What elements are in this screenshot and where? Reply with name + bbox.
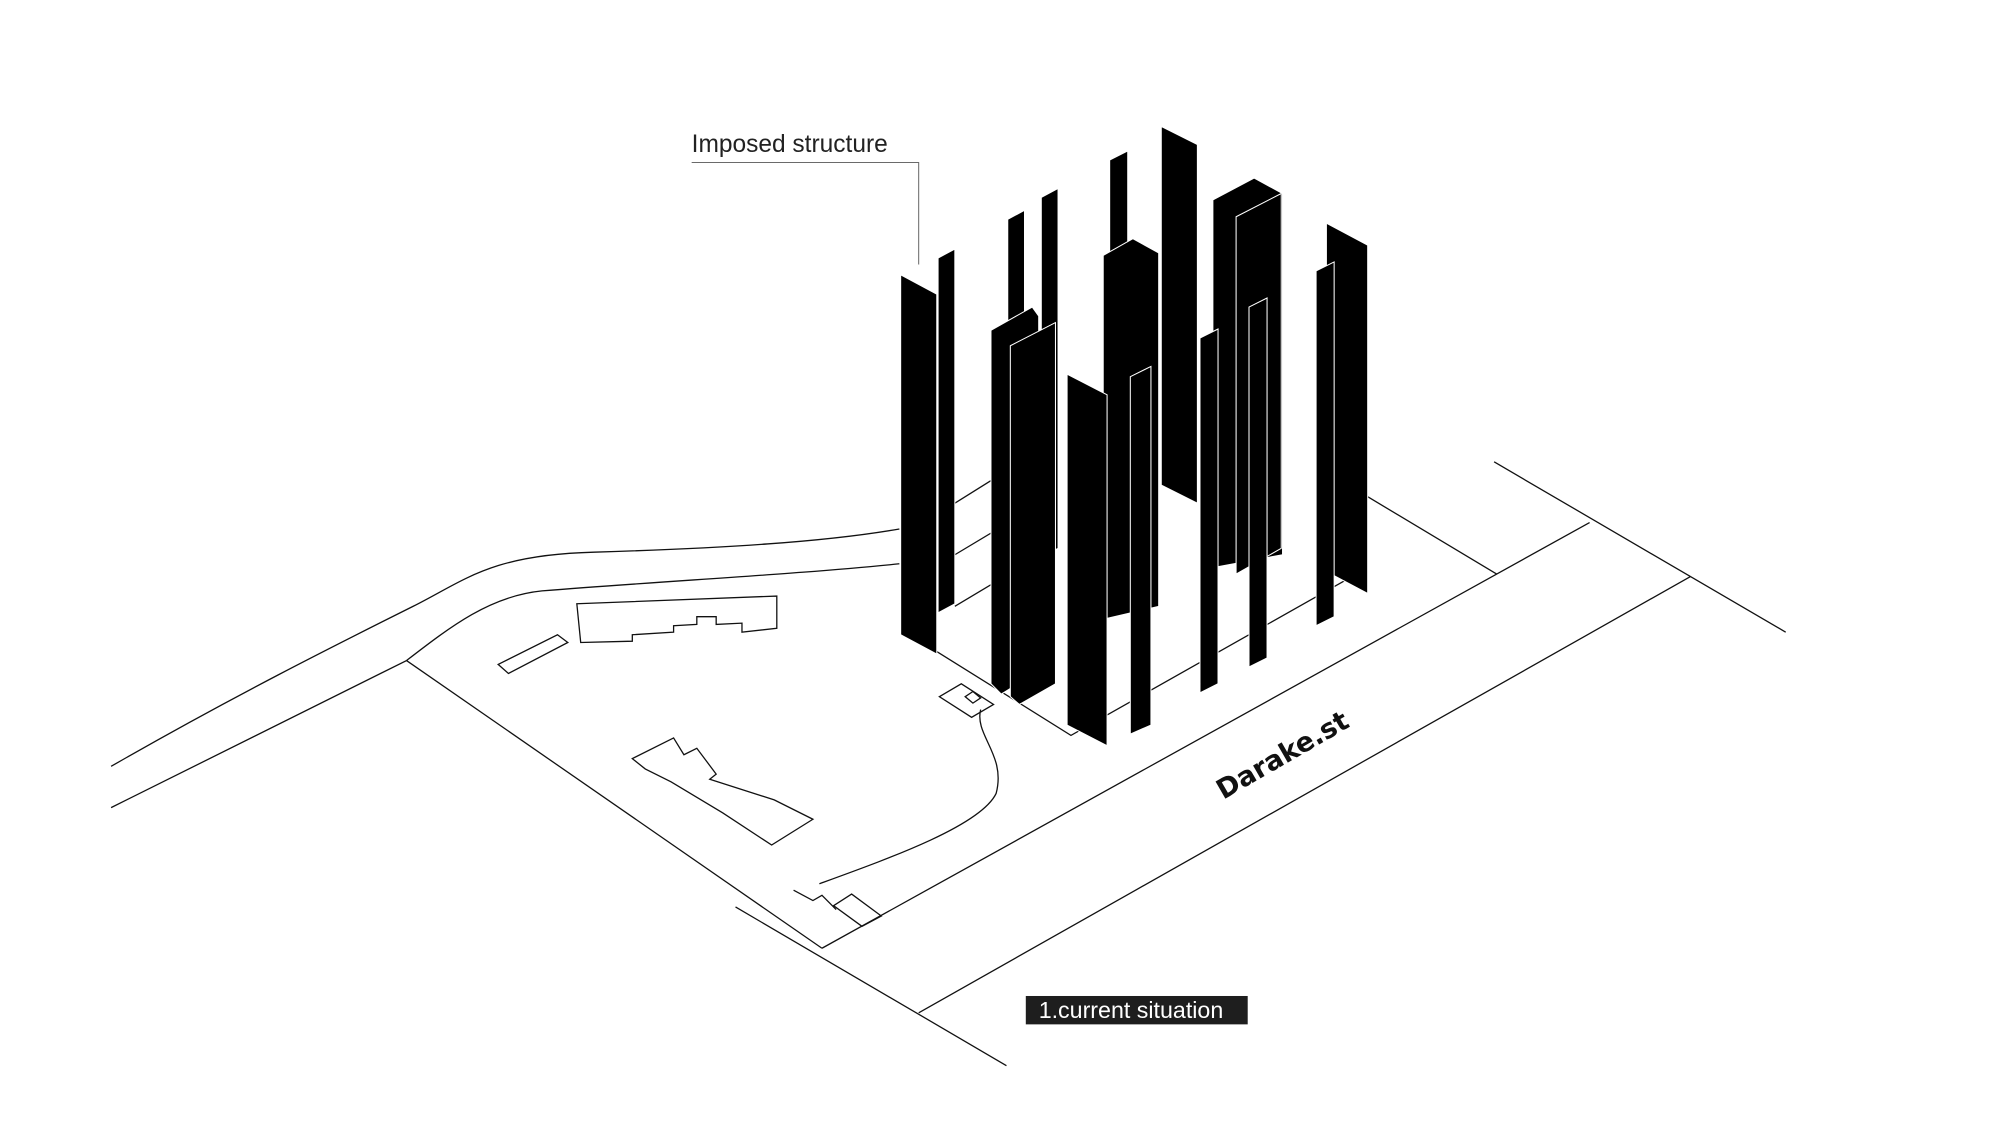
structure-fin <box>937 248 956 614</box>
caption-text: 1.current situation <box>1039 997 1224 1023</box>
structure-callout: Imposed structure <box>691 131 920 265</box>
structure-fin <box>1129 365 1152 735</box>
structure-fin <box>900 273 938 655</box>
structure-fin <box>1248 297 1268 668</box>
structure-fin <box>1199 328 1219 694</box>
building-l-shape <box>631 737 815 846</box>
existing-buildings <box>496 595 999 928</box>
structure-fin <box>1160 125 1198 504</box>
road-curve <box>110 528 900 809</box>
street-lines <box>406 461 1787 1067</box>
caption-box: 1.current situation <box>1025 995 1248 1025</box>
structure-fin <box>1009 321 1056 706</box>
imposed-structure <box>900 125 1369 747</box>
leader-line <box>691 162 920 265</box>
building-corner <box>832 893 883 928</box>
building-north <box>576 595 778 644</box>
structure-label: Imposed structure <box>692 131 888 158</box>
structure-fin <box>1315 261 1335 627</box>
kiosk <box>938 683 995 719</box>
structure-fin <box>1066 373 1108 747</box>
building-small <box>496 633 570 675</box>
